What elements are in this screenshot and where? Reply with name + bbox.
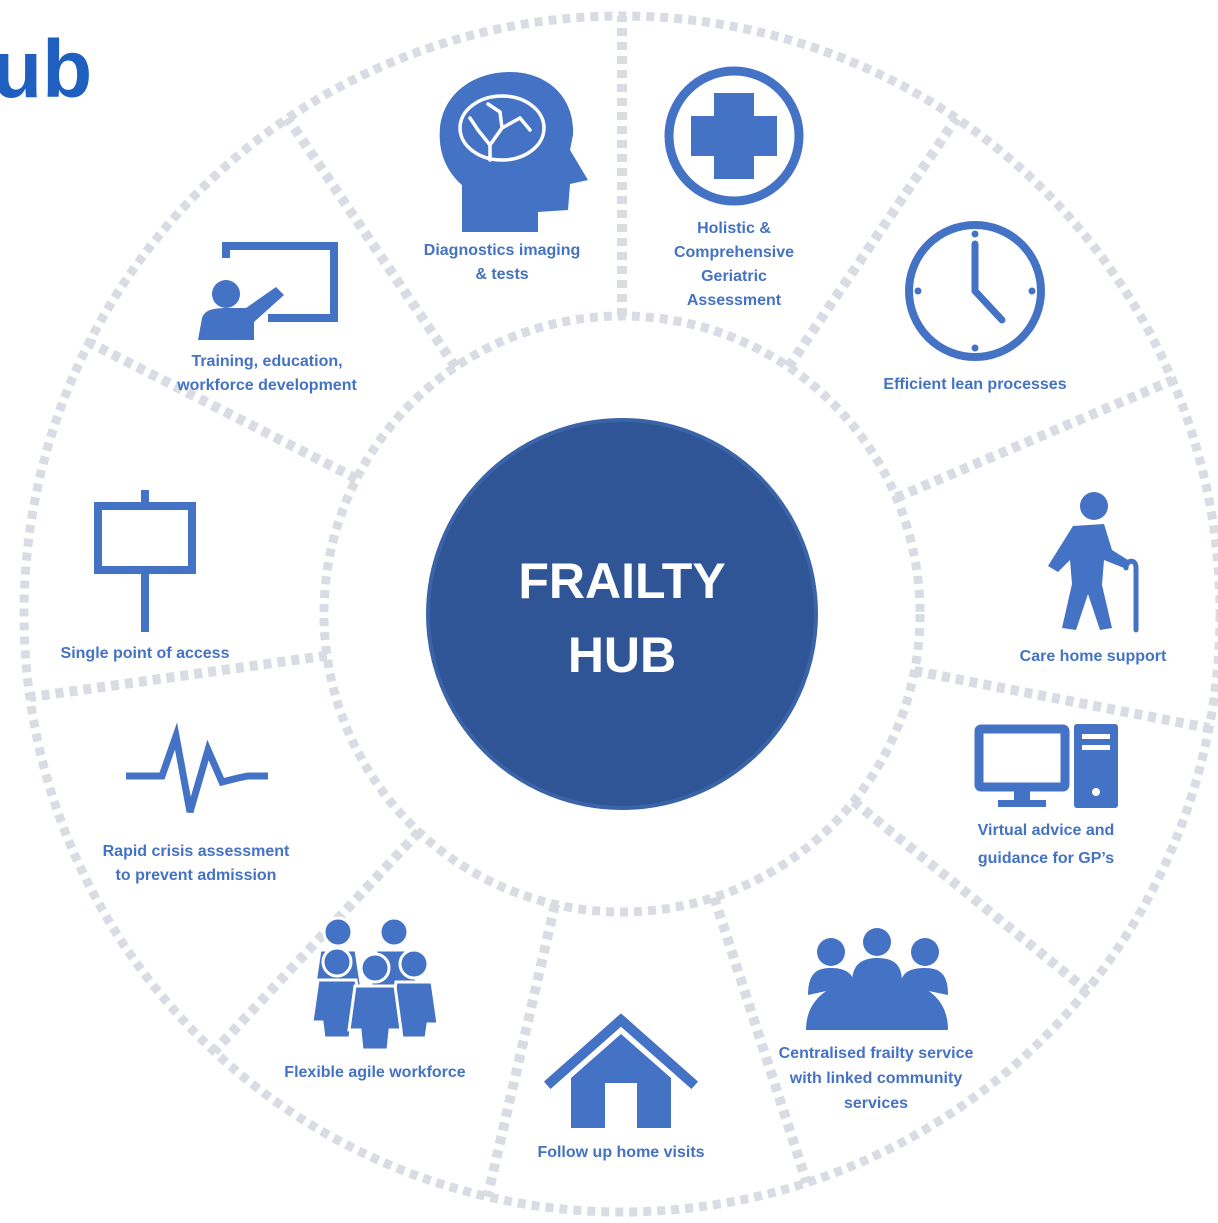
segment-label-brain-head: Diagnostics imaging & tests	[424, 242, 580, 283]
segment-label-line: workforce development	[176, 377, 357, 394]
segment-label-line: Assessment	[687, 292, 782, 309]
segment-label-line: Centralised frailty service	[779, 1045, 974, 1062]
segment-label-line: Rapid crisis assessment	[103, 843, 290, 860]
segment-label-line: & tests	[475, 266, 528, 283]
segment-label-line: Diagnostics imaging	[424, 242, 580, 259]
segment-label-line: services	[844, 1095, 908, 1112]
elderly-person-icon	[1048, 492, 1139, 633]
segment-divider-8	[210, 828, 423, 1055]
segment-dividers	[29, 16, 1210, 1198]
title-fragment: ub	[0, 24, 92, 115]
segment-label-line: with linked community	[789, 1070, 963, 1087]
hub: FRAILTY HUB	[426, 418, 818, 810]
segment-label-signpost: Single point of access	[61, 645, 230, 662]
segment-label-line: Single point of access	[61, 645, 230, 662]
teacher-board-icon	[198, 242, 338, 340]
segment-label-line: Geriatric	[701, 268, 767, 285]
hub-circle	[426, 418, 818, 810]
meeting-group-icon	[806, 928, 948, 1030]
hub-title-line1: FRAILTY	[518, 553, 725, 609]
heartbeat-icon	[126, 722, 268, 813]
segment-label-line: Care home support	[1020, 648, 1167, 665]
segment-divider-5	[850, 797, 1090, 995]
segment-divider-4	[913, 665, 1210, 734]
computer-icon	[974, 724, 1118, 808]
segment-label-line: Comprehensive	[674, 244, 794, 261]
segment-label-teacher-board: Training, education, workforce developmen…	[176, 353, 357, 394]
team-people-icon	[310, 916, 440, 1052]
segment-labels: Diagnostics imaging & tests Holistic & Comp…	[61, 220, 1167, 1161]
segment-label-line: Efficient lean processes	[883, 376, 1066, 393]
hub-title-line2: HUB	[568, 627, 676, 683]
segment-divider-7	[482, 903, 560, 1198]
medical-cross-icon	[664, 66, 804, 206]
segment-label-line: Flexible agile workforce	[284, 1064, 466, 1081]
segment-label-line: Virtual advice and	[978, 822, 1115, 839]
segment-label-line: Follow up home visits	[537, 1144, 704, 1161]
segment-divider-3	[894, 375, 1175, 503]
segment-label-heartbeat: Rapid crisis assessment to prevent admiss…	[103, 843, 290, 884]
signpost-icon	[94, 490, 196, 632]
house-icon	[543, 1013, 699, 1128]
segment-divider-10	[86, 338, 359, 484]
segment-label-line: to prevent admission	[116, 867, 277, 884]
segment-label-elderly-person: Care home support	[1020, 648, 1167, 665]
segment-label-meeting-group: Centralised frailty service with linked c…	[779, 1045, 974, 1112]
dashed-ring	[19, 11, 1218, 1217]
segment-label-line: guidance for GP’s	[978, 850, 1114, 867]
segment-label-house: Follow up home visits	[537, 1144, 704, 1161]
segment-divider-6	[709, 895, 812, 1185]
segment-label-clock: Efficient lean processes	[883, 376, 1066, 393]
segment-label-computer: Virtual advice and guidance for GP’s	[978, 822, 1115, 867]
clock-icon	[905, 221, 1045, 361]
brain-head-icon	[439, 72, 588, 232]
segment-label-team-people: Flexible agile workforce	[284, 1064, 466, 1081]
segment-label-line: Holistic &	[697, 220, 771, 237]
segment-label-line: Training, education,	[191, 353, 342, 370]
